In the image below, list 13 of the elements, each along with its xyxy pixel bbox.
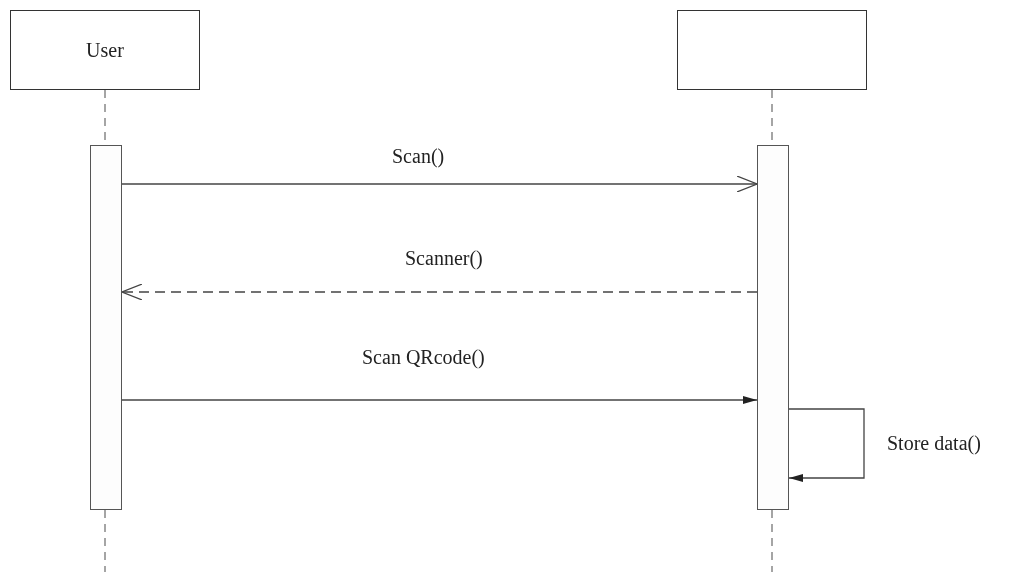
lifeline-header-box	[677, 10, 867, 90]
message-arrow	[121, 396, 758, 404]
activation-bar	[90, 145, 122, 510]
message-label: Store data()	[885, 432, 983, 455]
message-label: Scanner()	[403, 247, 485, 270]
lifeline-header-box	[10, 10, 200, 90]
return-message-arrow	[121, 283, 758, 301]
message-label: Scan QRcode()	[360, 346, 487, 369]
self-message-arrow	[788, 408, 865, 482]
message-label: Scan()	[390, 145, 447, 168]
participant-name: User	[86, 38, 124, 62]
activation-bar	[757, 145, 789, 510]
message-arrow	[121, 175, 758, 193]
